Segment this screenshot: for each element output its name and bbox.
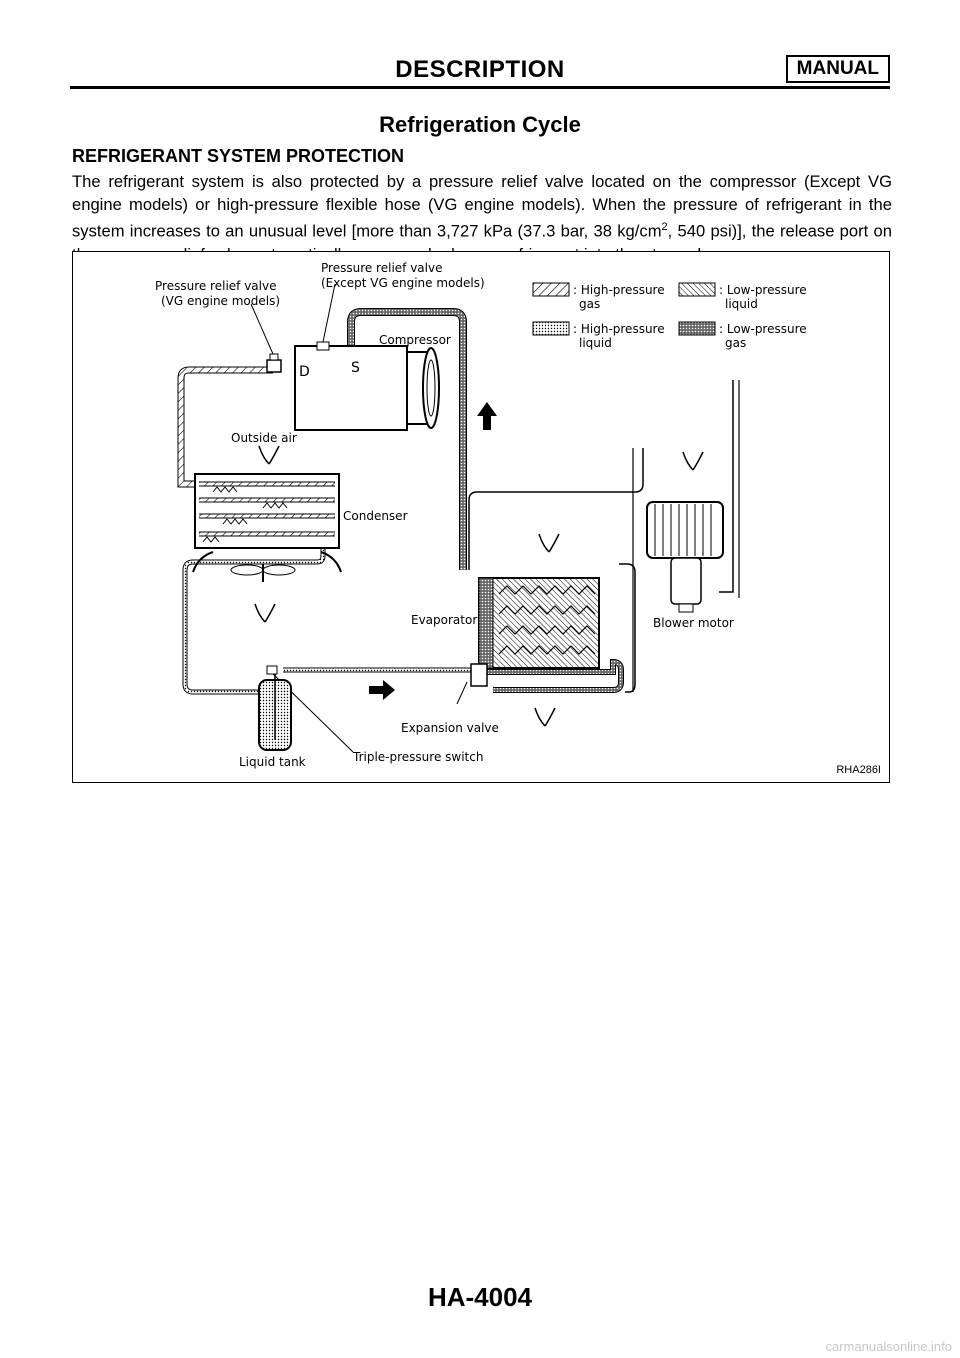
compressor <box>266 341 440 431</box>
label-triple-pressure-switch: Triple-pressure switch <box>352 750 483 764</box>
liquid-tank <box>258 665 292 751</box>
manual-badge: MANUAL <box>785 55 890 83</box>
body-text-part-1: The refrigerant system is also protected… <box>72 172 892 241</box>
legend-lp-gas-text-2: gas <box>725 336 746 350</box>
evaporator <box>470 577 624 693</box>
label-relief-vg-2: (VG engine models) <box>161 294 280 308</box>
label-evaporator: Evaporator <box>411 613 477 627</box>
subsection-title: REFRIGERANT SYSTEM PROTECTION <box>72 146 405 166</box>
label-blower-motor: Blower motor <box>653 616 734 630</box>
label-relief-except-2: (Except VG engine models) <box>321 276 485 290</box>
legend-hp-gas-text-1: : High-pressure <box>573 283 665 297</box>
page-number: HA-4004 <box>427 1282 533 1312</box>
figure-code: RHA286I <box>836 764 881 776</box>
header-divider <box>70 86 890 89</box>
label-discharge: D <box>299 364 310 380</box>
label-outside-air: Outside air <box>231 431 297 445</box>
page-header-title: DESCRIPTION <box>395 56 565 83</box>
legend-lp-liquid-text-1: : Low-pressure <box>719 283 807 297</box>
label-relief-vg-1: Pressure relief valve <box>155 279 276 293</box>
blower-motor <box>646 501 724 613</box>
watermark: carmanualsonline.info <box>825 1339 952 1354</box>
legend-hp-gas-text-2: gas <box>579 297 600 311</box>
legend-lp-gas-swatch <box>678 321 716 336</box>
legend-lp-liquid-text-2: liquid <box>725 297 758 311</box>
legend-hp-liquid-text-1: : High-pressure <box>573 322 665 336</box>
label-compressor: Compressor <box>379 333 451 347</box>
diagram-svg: Pressure relief valve (VG engine models)… <box>155 261 807 769</box>
label-expansion-valve: Expansion valve <box>401 721 499 735</box>
legend-hp-gas-swatch <box>532 282 570 297</box>
superscript: 2 <box>661 221 668 233</box>
section-title: Refrigeration Cycle <box>379 112 581 137</box>
legend-hp-liquid-text-2: liquid <box>579 336 612 350</box>
condenser <box>192 473 342 582</box>
label-suction: S <box>351 360 360 376</box>
label-liquid-tank: Liquid tank <box>239 755 306 769</box>
legend-lp-liquid-swatch <box>678 282 716 297</box>
label-relief-except-1: Pressure relief valve <box>321 261 442 275</box>
legend-hp-liquid-swatch <box>532 321 570 336</box>
legend-lp-gas-text-1: : Low-pressure <box>719 322 807 336</box>
refrigeration-cycle-diagram: Pressure relief valve (VG engine models)… <box>72 251 890 783</box>
label-condenser: Condenser <box>343 509 408 523</box>
